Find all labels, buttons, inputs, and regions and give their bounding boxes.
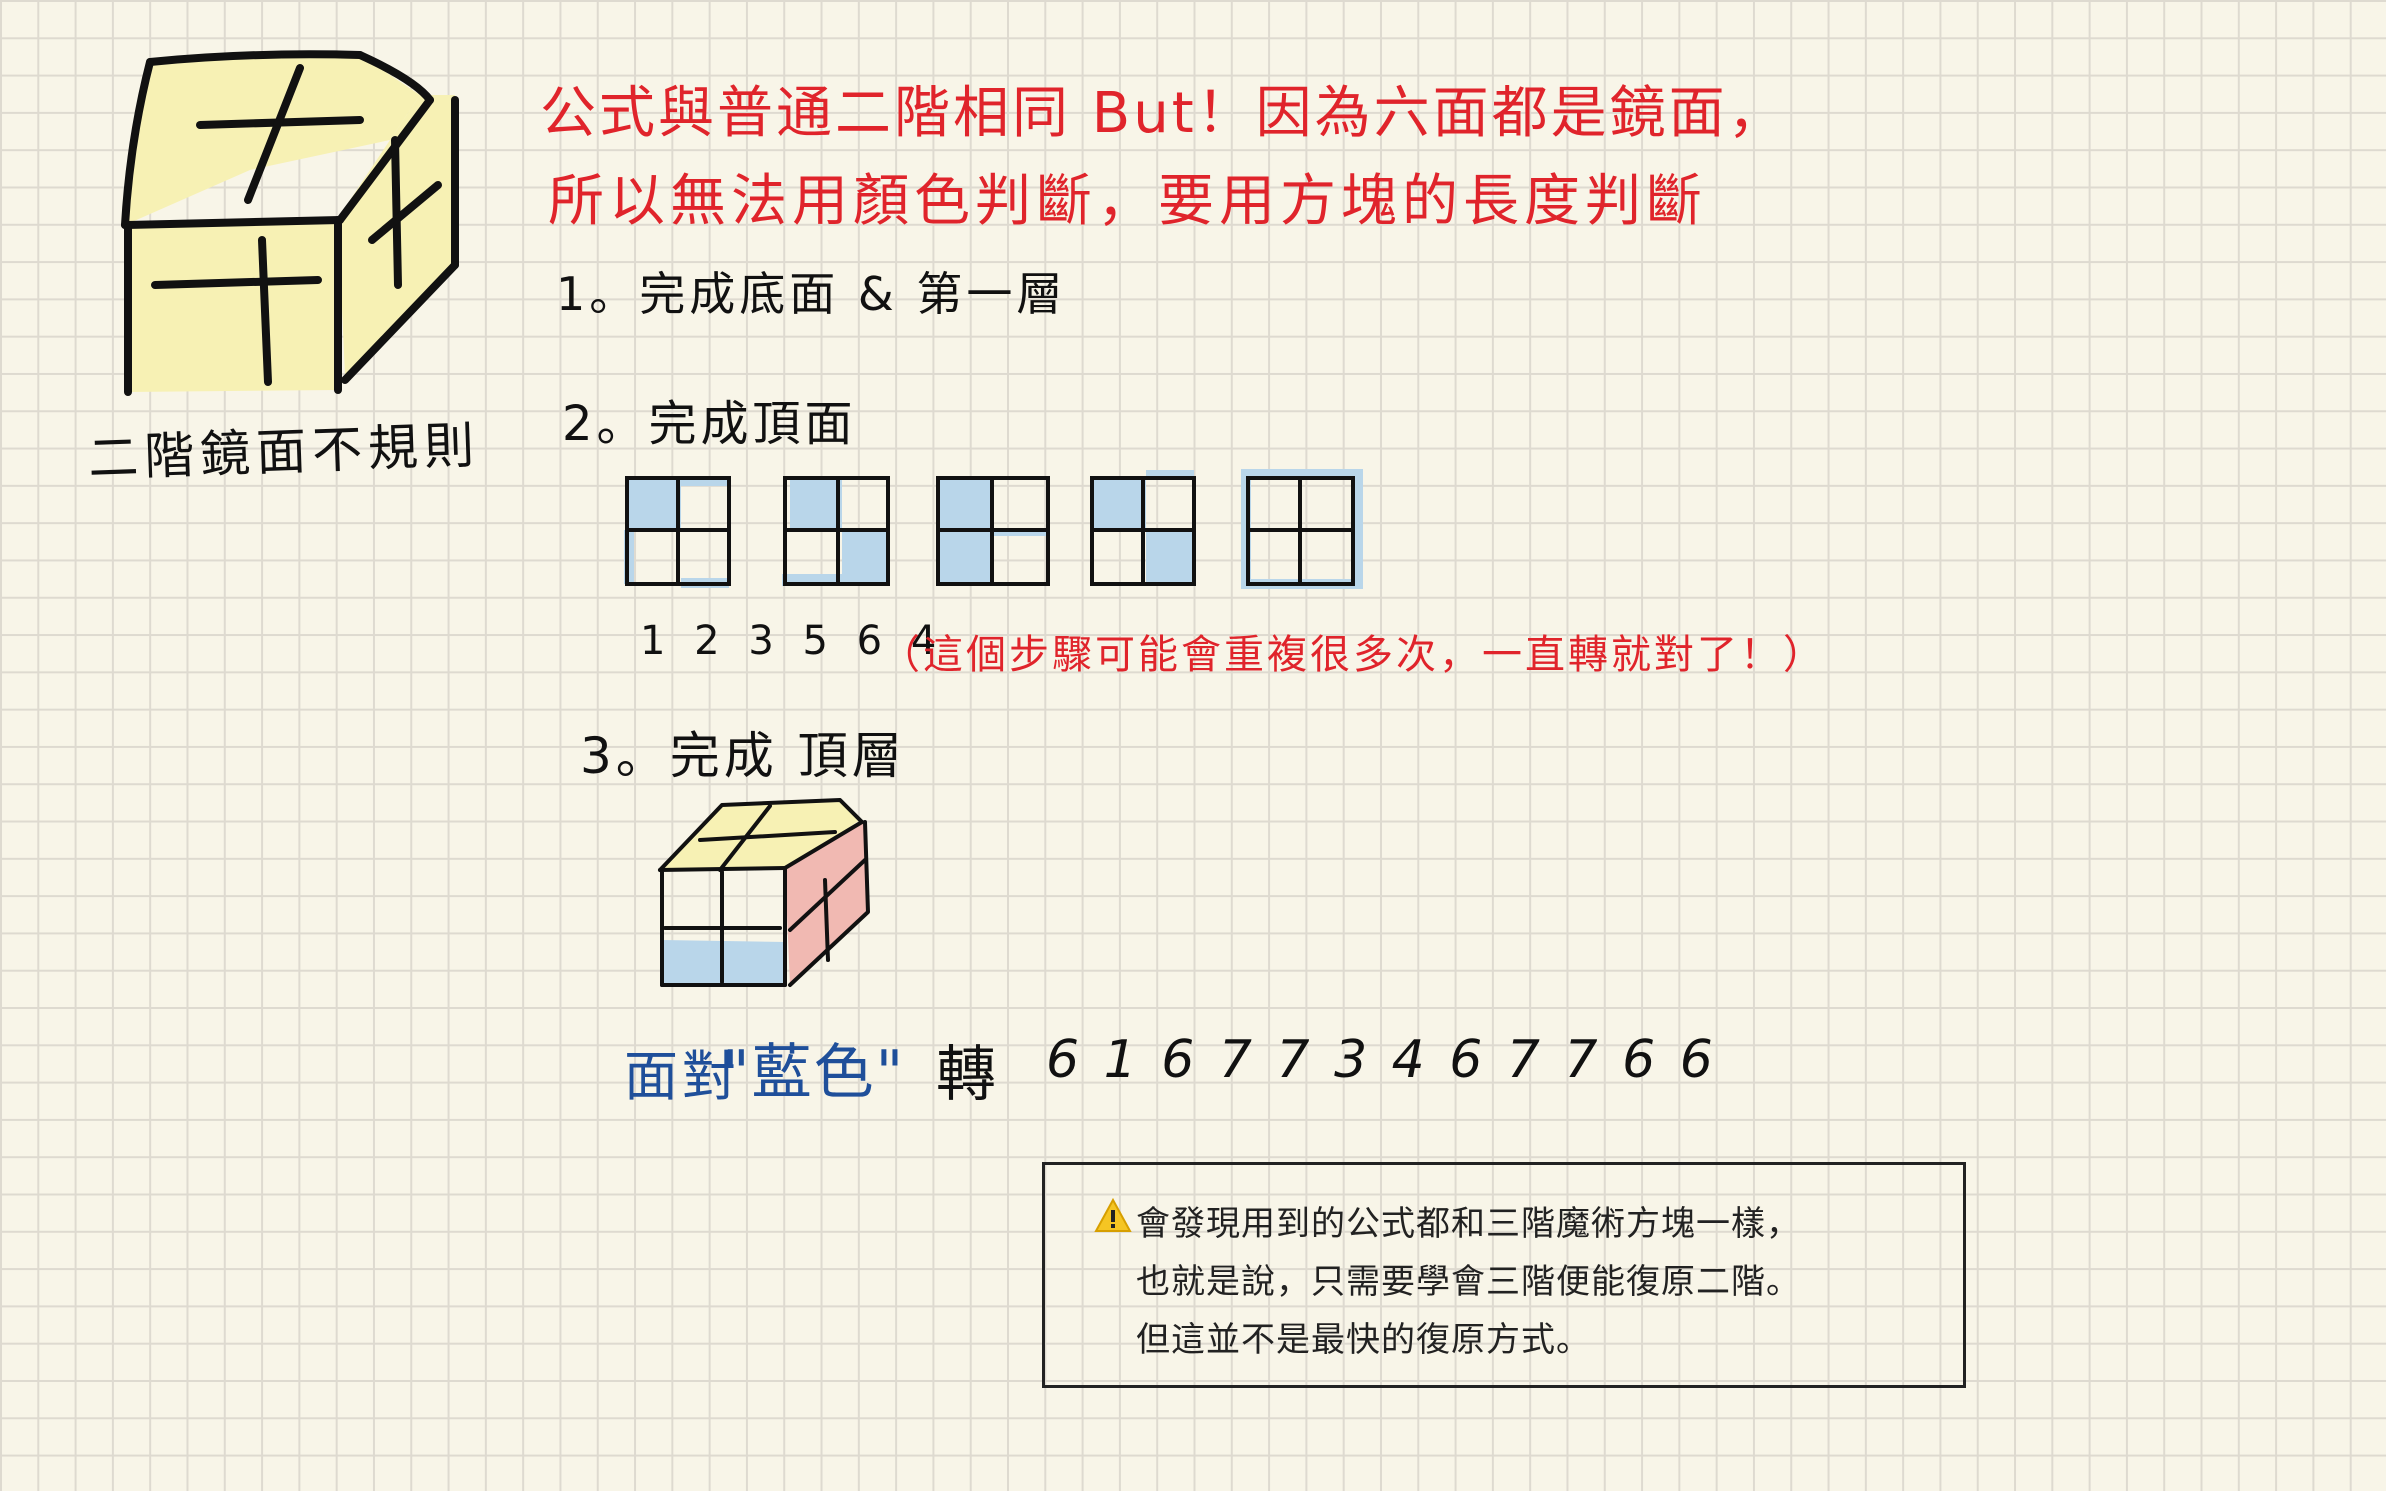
step-2-note: （這個步驟可能會重複很多次，一直轉就對了！） <box>880 632 1826 678</box>
face-color: "藍色" <box>722 1038 906 1108</box>
turn-label: 轉 <box>936 1040 996 1110</box>
notice-box <box>1042 1162 1966 1388</box>
face-prefix: 面對 <box>624 1045 740 1108</box>
step-3-label: 3。完成 頂層 <box>580 727 906 785</box>
top-face-diagram-4 <box>1092 470 1194 584</box>
step-2-sequence: 1 2 3 5 6 4 <box>640 618 945 664</box>
notice-line-1: 會發現用到的公式都和三階魔術方塊一樣， <box>1136 1204 1801 1244</box>
header-line-1: 公式與普通二階相同 But！因為六面都是鏡面， <box>540 81 1787 146</box>
step-3-sequence: 6 1 6 7 7 3 4 6 7 7 6 6 <box>1046 1030 1717 1090</box>
warning-icon <box>1094 1197 1132 1232</box>
step-2-label: 2。完成頂面 <box>562 396 857 452</box>
top-face-diagram-2 <box>782 478 888 586</box>
notice-line-2: 也就是說，只需要學會三階便能復原二階。 <box>1136 1262 1801 1302</box>
header-line-2: 所以無法用顏色判斷，要用方塊的長度判斷 <box>548 169 1707 234</box>
top-face-diagram-3 <box>938 478 1048 584</box>
step-1-label: 1。完成底面 & 第一層 <box>556 267 1067 321</box>
notice-line-3: 但這並不是最快的復原方式。 <box>1136 1320 1591 1360</box>
